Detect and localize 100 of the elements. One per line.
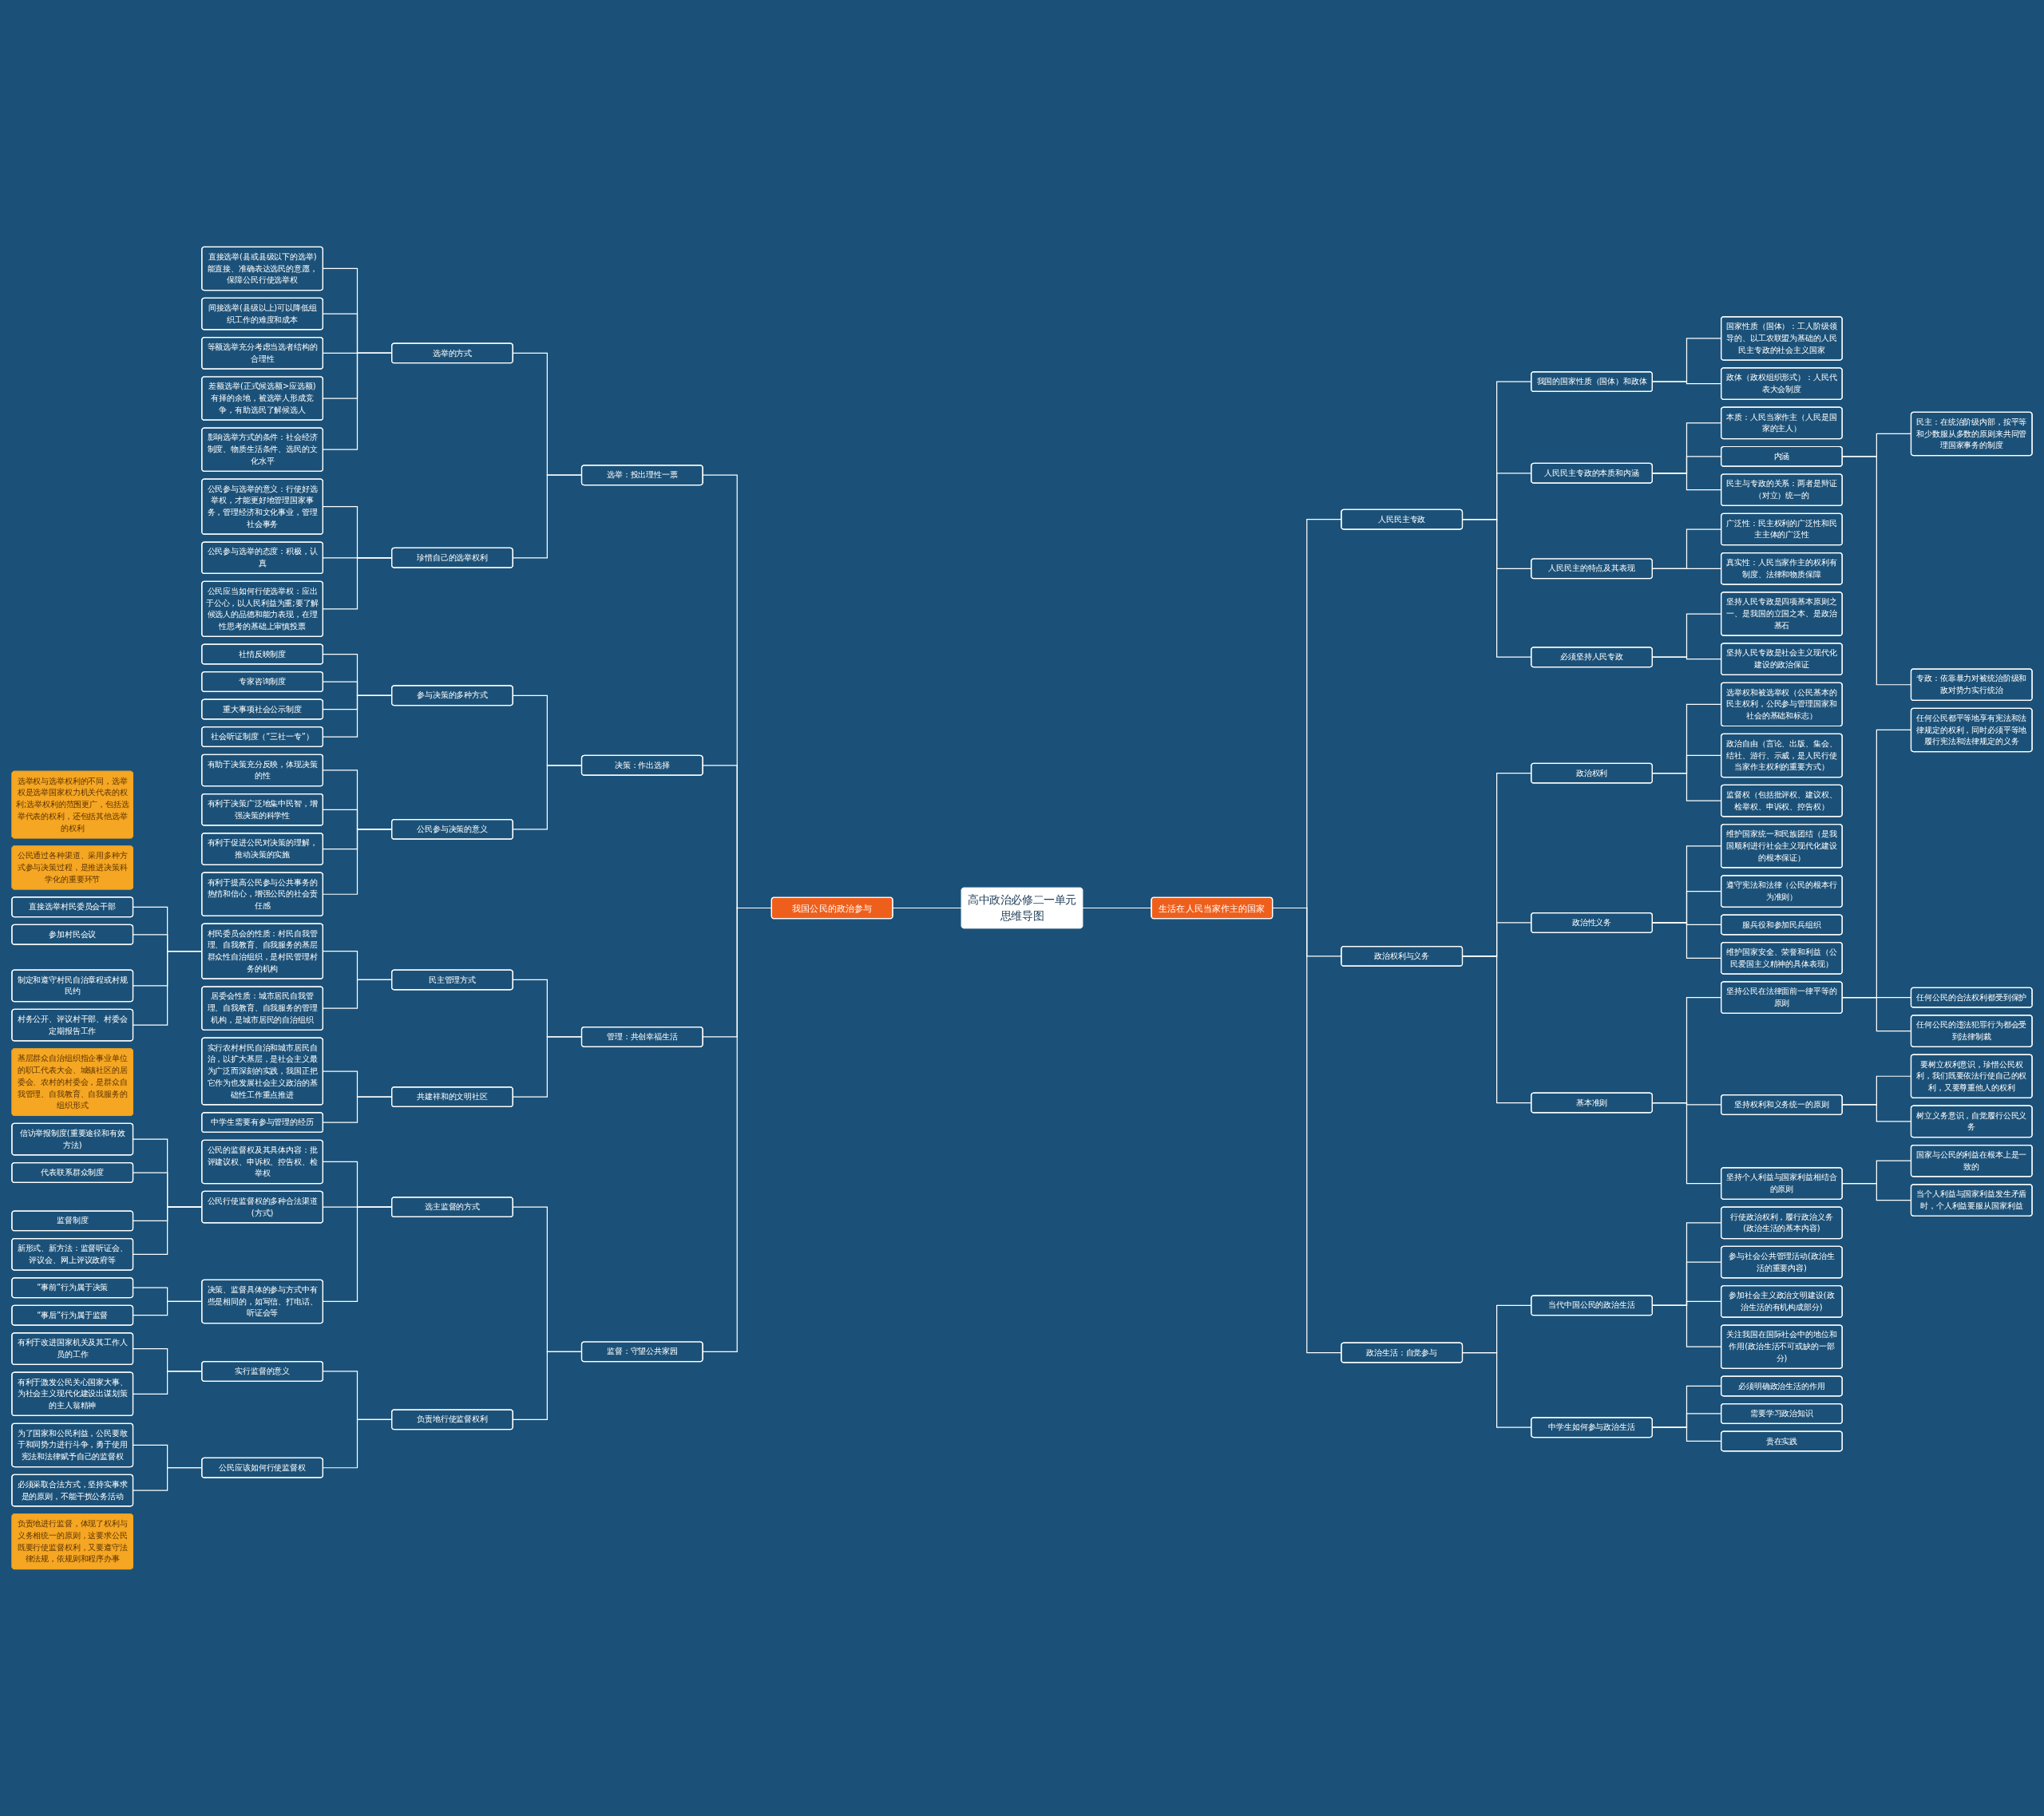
topic-box: 政体（政权组织形式）：人民代表大会制度 <box>1721 367 1843 400</box>
topic-box: 坚持人民专政是社会主义现代化建设的政治保证 <box>1721 643 1843 676</box>
topic-box: 间接选举(县级以上)可以降低组织工作的难度和成本 <box>201 297 323 330</box>
topic-box: 维护国家安全、荣誉和利益（公民爱国主义精神的具体表现） <box>1721 942 1843 975</box>
topic-box: 决策：作出选择 <box>580 754 703 776</box>
topic-box: 人民民主专政的本质和内涵 <box>1531 462 1653 484</box>
topic-box: 当代中国公民的政治生活 <box>1531 1295 1653 1316</box>
topic-box: 民主：在统治阶级内部，按平等和少数服从多数的原则来共同管理国家事务的制度 <box>1910 411 2033 457</box>
topic-box: 坚持公民在法律面前一律平等的原则 <box>1721 981 1843 1014</box>
topic-box: 有利于改进国家机关及其工作人员的工作 <box>11 1332 134 1365</box>
topic-box: 管理：共创幸福生活 <box>580 1027 703 1047</box>
topic-box: 中学生需要有参与管理的经历 <box>201 1112 323 1134</box>
topic-box: 关注我国在国际社会中的地位和作用(政治生活不可或缺的一部分) <box>1721 1324 1843 1369</box>
topic-box: 决策、监督具体的参与方式中有些是相同的，如写信、打电话、听证会等 <box>201 1279 323 1324</box>
note-box: 公民通过各种渠道、采用多种方式参与决策过程，是推进决策科学化的重要环节 <box>11 845 133 890</box>
topic-box: 国家与公民的利益在根本上是一致的 <box>1910 1144 2033 1177</box>
topic-box: 公民应该如何行使监督权 <box>201 1457 323 1478</box>
topic-box: 居委会性质：城市居民自我管理、自我教育、自我服务的管理机构，是城市居民的自治组织 <box>201 986 323 1031</box>
topic-box: 专政：依靠暴力对被统治阶级和敌对势力实行统治 <box>1910 668 2033 702</box>
topic-box: 有助于决策充分反映，体现决策的性 <box>201 754 323 787</box>
topic-box: 坚持个人利益与国家利益相结合的原则 <box>1721 1167 1843 1200</box>
topic-box: 制定和遵守村民自治章程或村规民约 <box>11 969 134 1003</box>
topic-box: “事前”行为属于决策 <box>11 1277 134 1299</box>
topic-box: 当个人利益与国家利益发生矛盾时，个人利益要服从国家利益 <box>1910 1184 2033 1217</box>
note-box: 基层群众自治组织指企事业单位的职工代表大会、城镇社区的居委会、农村的村委会，是群众自我管理、自我教育、自我服务的组织形式 <box>11 1048 133 1116</box>
topic-box: 树立义务意识，自觉履行公民义务 <box>1910 1105 2033 1138</box>
topic-box: 专家咨询制度 <box>201 671 323 692</box>
topic-box: 新形式、新方法：监督听证会、评议会、网上评议政府等 <box>11 1237 134 1271</box>
topic-box: 真实性：人民当家作主的权利有制度、法律和物质保障 <box>1721 552 1843 585</box>
topic-box: 我国的国家性质（国体）和政体 <box>1531 371 1653 393</box>
topic-box: 有利于决策广泛地集中民智，增强决策的科学性 <box>201 793 323 826</box>
topic-box: 民主与专政的关系：两者是辩证（对立）统一的 <box>1721 473 1843 507</box>
topic-box: 社情反映制度 <box>201 643 323 665</box>
topic-box: 监督：守望公共家园 <box>580 1341 703 1363</box>
topic-box: 选举的方式 <box>391 342 513 364</box>
topic-box: “事后”行为属于监督 <box>11 1304 134 1326</box>
topic-box: 内涵 <box>1721 445 1843 467</box>
topic-box: 有利于提高公民参与公共事务的热情和信心，增强公民的社会责任感 <box>201 872 323 916</box>
topic-box: 人民民主的特点及其表现 <box>1531 558 1653 580</box>
topic-box: 任何公民的合法权利都受到保护 <box>1910 987 2033 1008</box>
topic-box: 必须明确政治生活的作用 <box>1721 1375 1843 1397</box>
topic-box: 监督制度 <box>11 1210 134 1232</box>
topic-box: 政治性义务 <box>1531 912 1653 933</box>
topic-box: 有利于激发公民关心国家大事、为社会主义现代化建设出谋划策的主人翁精神 <box>11 1371 134 1417</box>
topic-box: 国家性质（国体）：工人阶级领导的、以工农联盟为基础的人民民主专政的社会主义国家 <box>1721 316 1843 361</box>
topic-box: 负责地行使监督权利 <box>391 1409 513 1430</box>
central-topic-box: 高中政治必修二一单元思维导图 <box>961 887 1083 929</box>
topic-box: 遵守宪法和法律（公民的根本行为准则） <box>1721 875 1843 908</box>
topic-box: 维护国家统一和民族团结（是我国顺利进行社会主义现代化建设的根本保证） <box>1721 824 1843 868</box>
note-box: 负责地进行监督，体现了权利与义务相统一的原则，这要求公民既要行使监督权利，又要遵守法律法规，依规则和程序办事 <box>11 1513 133 1569</box>
topic-box: 信访举报制度(重要途径和有效方法) <box>11 1122 134 1156</box>
topic-box: 政治权利与义务 <box>1341 945 1464 967</box>
topic-box: 公民行使监督权的多种合法渠道(方式) <box>201 1190 323 1224</box>
topic-box: 社会听证制度（“三社一专”） <box>201 726 323 747</box>
topic-box: 人民民主专政 <box>1341 508 1464 530</box>
topic-box: 参加社会主义政治文明建设(政治生活的有机构成部分) <box>1721 1285 1843 1318</box>
topic-box: 公民参与选举的意义：行使好选举权，才能更好地管理国家事务，管理经济和文化事业，管理社会事务 <box>201 478 323 535</box>
topic-box: 贵在实践 <box>1721 1430 1843 1452</box>
topic-box: 参与社会公共管理活动(政治生活的重要内容) <box>1721 1245 1843 1279</box>
topic-box: 有利于促进公民对决策的理解，推动决策的实施 <box>201 833 323 865</box>
topic-box: 珍惜自己的选举权利 <box>391 547 513 568</box>
topic-box: 公民参与决策的意义 <box>391 818 513 840</box>
note-box: 选举权与选举权利的不同，选举权是选举国家权力机关代表的权利;选举权利的范围更广，包括选举代表的权利，还包括其他选举的权利 <box>11 770 133 839</box>
topic-box: 村务公开、评议村干部、村委会定期报告工作 <box>11 1008 134 1042</box>
topic-box: 基本准则 <box>1531 1092 1653 1114</box>
topic-box: 政治生活：自觉参与 <box>1341 1342 1464 1363</box>
topic-box: 选主监督的方式 <box>391 1197 513 1218</box>
topic-box: 实行监督的意义 <box>201 1361 323 1382</box>
topic-box: 直接选举村民委员会干部 <box>11 896 134 918</box>
topic-box: 需要学习政治知识 <box>1721 1403 1843 1424</box>
topic-box: 本质：人民当家作主（人民是国家的主人） <box>1721 406 1843 440</box>
topic-box: 实行农村村民自治和城市居民自治，以扩大基层，是社会主义最为广泛而深刻的实践，我国正把它作为也发展社会主义政治的基础性工作重点推进 <box>201 1037 323 1106</box>
topic-box: 共建祥和的文明社区 <box>391 1086 513 1108</box>
topic-box: 必须坚持人民专政 <box>1531 647 1653 668</box>
topic-box: 任何公民的违法犯罪行为都会受到法律制裁 <box>1910 1015 2033 1047</box>
topic-box: 直接选举(县或县级以下的选举)能直接、准确表达选民的意愿，保障公民行使选举权 <box>201 246 323 291</box>
topic-box: 参加村民会议 <box>11 924 134 945</box>
topic-box: 行使政治权利，履行政治义务(政治生活的基本内容) <box>1721 1206 1843 1240</box>
topic-box: 政治自由（言论、出版、集会、结社、游行、示威，是人民行使当家作主权利的重要方式） <box>1721 733 1843 778</box>
topic-box: 公民应当如何行使选举权：应出于公心，以人民利益为重;要了解候选人的品德和能力表现，在理性思考的基础上审慎投票 <box>201 580 323 637</box>
topic-box: 影响选举方式的条件：社会经济制度、物质生活条件、选民的文化水平 <box>201 427 323 472</box>
topic-box: 要树立权利意识，珍惜公民权利，我们既要依法行使自己的权利，又要尊重他人的权利 <box>1910 1054 2033 1098</box>
topic-box: 选举权和被选举权（公民基本的民主权利，公民参与管理国家和社会的基础和标志） <box>1721 682 1843 727</box>
topic-box: 生活在人民当家作主的国家 <box>1151 896 1274 920</box>
topic-box: 公民参与选举的态度：积极，认真 <box>201 541 323 575</box>
topic-box: 参与决策的多种方式 <box>391 685 513 706</box>
topic-box: 民主管理方式 <box>391 969 513 991</box>
topic-box: 代表联系群众制度 <box>11 1162 134 1183</box>
topic-box: 重大事项社会公示制度 <box>201 698 323 720</box>
topic-box: 村民委员会的性质：村民自我管理、自我教育、自我服务的基层群众性自治组织，是村民管理村务的机构 <box>201 923 323 979</box>
topic-box: 广泛性：民主权利的广泛性和民主主体的广泛性 <box>1721 512 1843 546</box>
topic-box: 坚持人民专政是四项基本原则之一、是我国的立国之本、是政治基石 <box>1721 591 1843 636</box>
topic-box: 等额选举充分考虑当选者结构的合理性 <box>201 337 323 370</box>
topic-box: 坚持权利和义务统一的原则 <box>1721 1094 1843 1115</box>
topic-box: 必须采取合法方式，坚持实事求是的原则，不能干扰公务活动 <box>11 1474 134 1507</box>
topic-box: 选举：投出理性一票 <box>580 465 703 486</box>
topic-box: 任何公民都平等地享有宪法和法律规定的权利，同时必须平等地履行宪法和法律规定的义务 <box>1910 707 2033 753</box>
topic-box: 中学生如何参与政治生活 <box>1531 1417 1653 1438</box>
topic-box: 我国公民的政治参与 <box>770 896 893 920</box>
topic-box: 监督权（包括批评权、建议权、检举权、申诉权、控告权） <box>1721 784 1843 817</box>
